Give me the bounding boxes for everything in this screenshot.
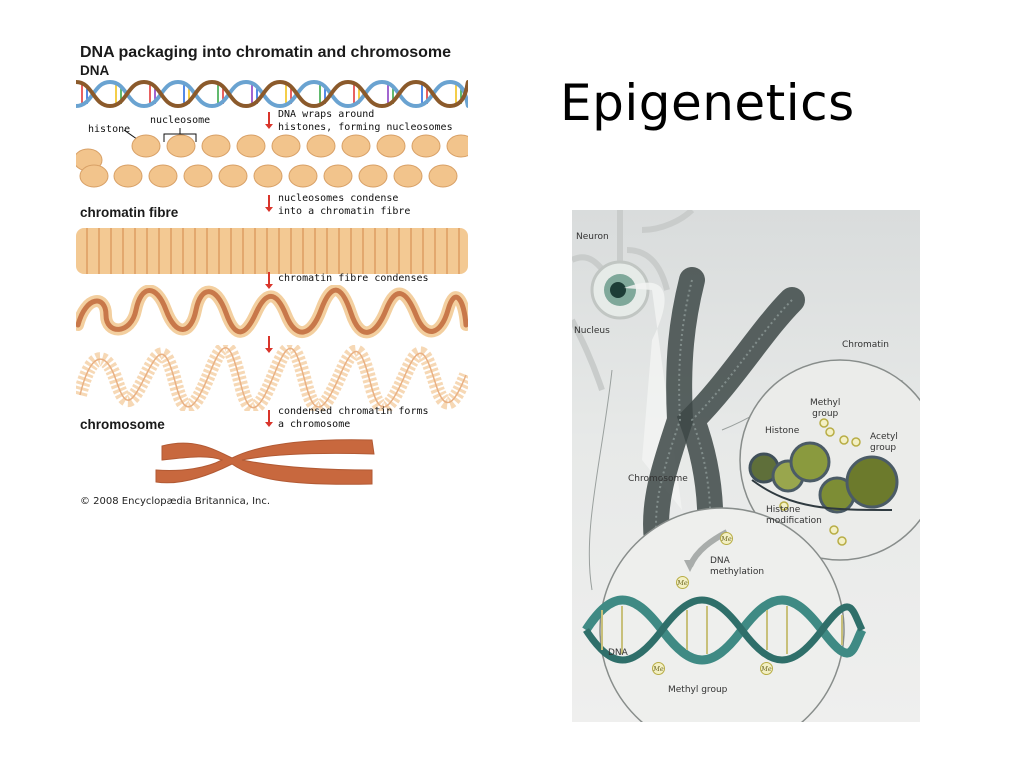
condensed-chromatin-graphic: [76, 345, 468, 411]
chromosome-graphic: [155, 439, 375, 485]
step-arrow-2: [265, 195, 273, 212]
step-arrow-1: [265, 112, 273, 129]
dna-section-label: DNA: [80, 63, 110, 78]
slide-title: Epigenetics: [560, 74, 855, 132]
histone-modification-label: Histone modification: [766, 505, 822, 526]
step-arrow-4: [265, 336, 273, 353]
nucleosomes-graphic: [76, 134, 468, 188]
histone-label: histone: [88, 124, 131, 135]
methyl-group-label-bottom: Methyl group: [668, 685, 728, 695]
looped-chromatin-graphic: [76, 285, 468, 339]
methyl-badge-icon: Me: [720, 532, 733, 545]
acetyl-group-label: Acetyl group: [870, 432, 898, 453]
step-arrow-3: [265, 272, 273, 289]
step-5-text: condensed chromatin forms a chromosome: [278, 406, 429, 430]
dna-methylation-label: DNA methylation: [710, 556, 765, 577]
epigenetics-illustration: Neuron Nucleus Chromatin Chromosome Meth…: [572, 210, 920, 722]
methyl-badge-icon: Me: [676, 576, 689, 589]
chromatin-fibre-label: chromatin fibre: [80, 205, 179, 220]
dna-ill-label: DNA: [608, 648, 628, 658]
neuron-label: Neuron: [576, 232, 609, 242]
chromatin-label: Chromatin: [842, 340, 890, 350]
step-1-text: DNA wraps around histones, forming nucle…: [278, 109, 453, 133]
illustration-graphic: [572, 210, 920, 722]
methyl-badge-icon: Me: [760, 662, 773, 675]
dna-packaging-diagram: DNA packaging into chromatin and chromos…: [76, 40, 468, 515]
copyright-notice: © 2008 Encyclopædia Britannica, Inc.: [80, 496, 271, 507]
chromosome-label: chromosome: [80, 417, 165, 432]
histone-ill-label: Histone: [765, 426, 800, 436]
dna-helix-graphic: [76, 79, 468, 109]
nucleosome-label: nucleosome: [150, 115, 211, 126]
methyl-badge-icon: Me: [652, 662, 665, 675]
nucleus-label: Nucleus: [574, 326, 610, 336]
methyl-group-label-top: Methyl group: [810, 398, 841, 419]
step-3-text: chromatin fibre condenses: [278, 273, 429, 284]
step-2-text: nucleosomes condense into a chromatin fi…: [278, 193, 411, 217]
diagram-title: DNA packaging into chromatin and chromos…: [80, 44, 452, 61]
chromatin-fibre-graphic: [76, 228, 468, 274]
chromosome-ill-label: Chromosome: [628, 474, 688, 484]
step-arrow-5: [265, 410, 273, 427]
